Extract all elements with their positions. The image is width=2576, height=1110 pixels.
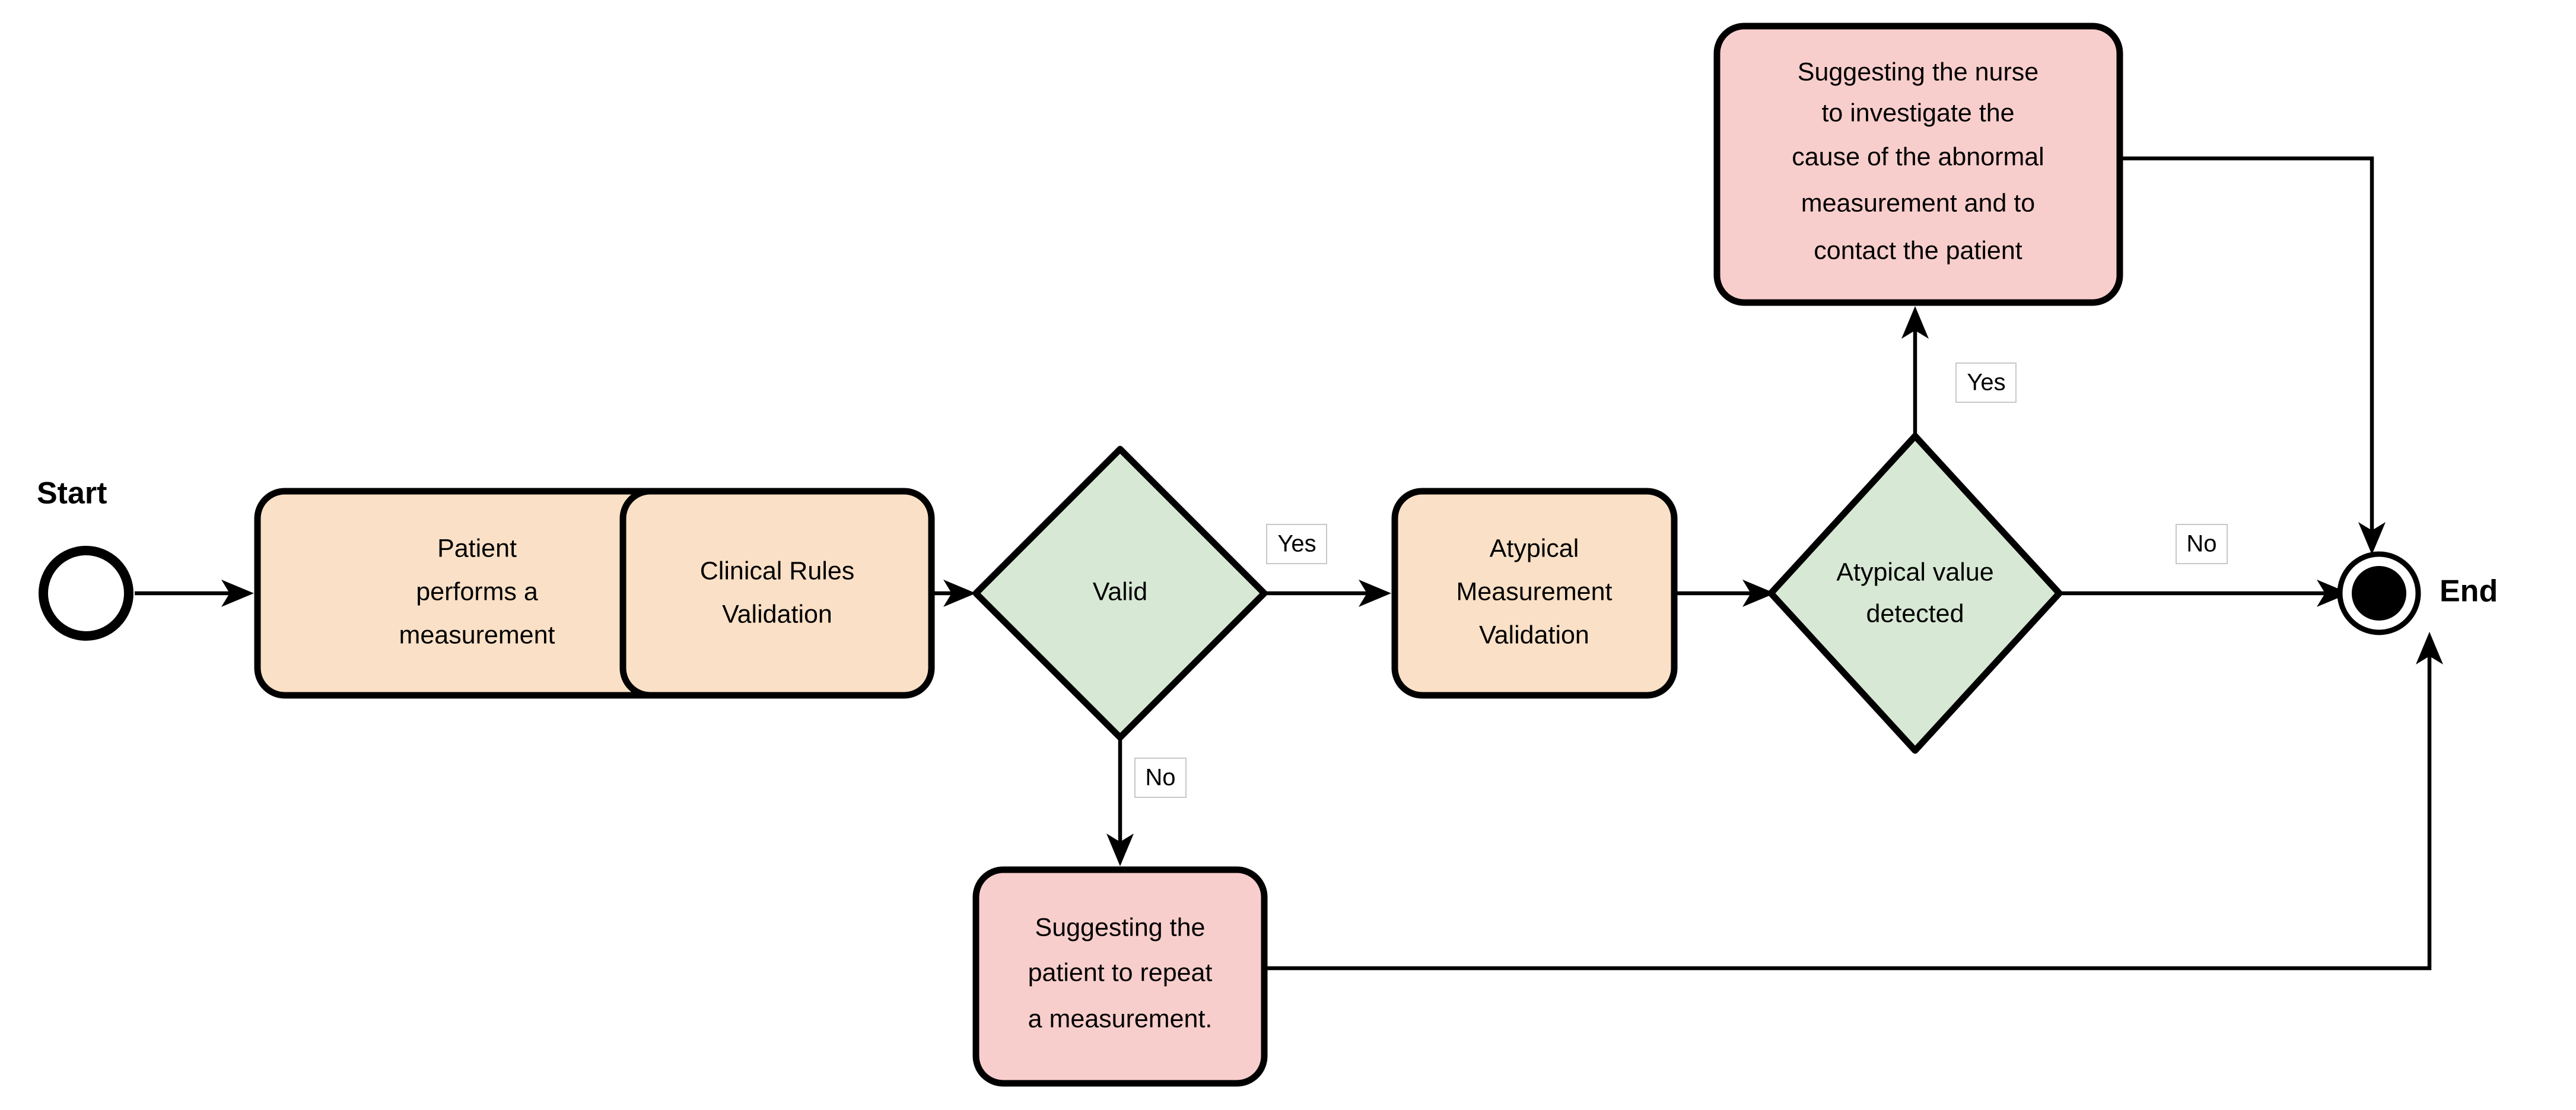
arrowhead-icon <box>221 580 254 607</box>
node-line-1: Patient <box>437 534 517 562</box>
start-circle-icon[interactable] <box>39 546 133 641</box>
edge-repeat-alert-to-end <box>1263 632 2443 971</box>
node-line-2: Measurement <box>1456 577 1613 606</box>
arrowhead-icon <box>1359 580 1391 607</box>
edge-label-atypical-no: No <box>2186 531 2216 557</box>
arrowhead-icon <box>2317 580 2349 607</box>
edge-label-box <box>1266 524 1327 564</box>
edge-label-valid-yes: Yes <box>1277 531 1316 557</box>
arrowhead-icon <box>1106 834 1134 866</box>
node-line-1: Valid <box>1093 577 1147 606</box>
arrowhead-icon <box>2358 522 2386 555</box>
edge-clinical-rules-to-valid-decision <box>931 580 976 607</box>
node-patient-performs-measurement[interactable]: Patient performs a measurement <box>254 488 700 699</box>
node-repeat-measurement-alert[interactable]: Suggesting the patient to repeat a measu… <box>972 866 1268 1087</box>
edge-label-box <box>1955 362 2017 403</box>
process-box[interactable] <box>1391 488 1678 699</box>
node-line-2: to investigate the <box>1821 98 2014 127</box>
edge-valid-yes-to-atypical-measurement-validation: Yes <box>1264 524 1391 607</box>
node-line-3: Validation <box>1479 621 1589 649</box>
node-atypical-value-decision[interactable]: Atypical value detected <box>1767 432 2063 754</box>
node-line-1: Suggesting the nurse <box>1798 58 2038 86</box>
node-line-4: measurement and to <box>1801 189 2035 217</box>
process-box[interactable] <box>619 488 935 699</box>
edge-atypical-yes-to-nurse-alert: Yes <box>1901 306 2017 437</box>
node-line-2: detected <box>1866 599 1964 628</box>
node-nurse-alert[interactable]: Suggesting the nurse to investigate the … <box>1713 23 2123 306</box>
start-node[interactable] <box>39 546 133 641</box>
node-line-1: Suggesting the <box>1035 913 1206 942</box>
edge-atypical-measurement-to-atypical-value-decision <box>1674 580 1775 607</box>
alert-box[interactable] <box>1713 23 2123 306</box>
arrowhead-icon <box>943 580 976 607</box>
node-valid-decision[interactable]: Valid <box>972 446 1268 741</box>
node-line-1: Atypical value <box>1836 558 1993 586</box>
edge-label-box <box>1134 758 1187 798</box>
start-label: Start <box>37 476 107 511</box>
edge-valid-no-to-repeat-measurement-alert: No <box>1106 739 1187 866</box>
node-line-3: measurement <box>399 621 555 649</box>
node-line-3: cause of the abnormal <box>1792 142 2044 171</box>
arrowhead-icon <box>1742 580 1775 607</box>
node-line-1: Atypical <box>1490 534 1579 562</box>
arrowhead-icon <box>1901 306 1929 339</box>
node-line-3: a measurement. <box>1028 1004 1213 1033</box>
alert-box[interactable] <box>972 866 1268 1087</box>
edge-line <box>1263 650 2432 971</box>
decision-diamond[interactable] <box>972 446 1268 741</box>
edge-nurse-alert-to-end <box>2120 156 2386 555</box>
edge-line <box>2120 156 2374 537</box>
node-line-5: contact the patient <box>1814 236 2022 265</box>
node-clinical-rules-validation[interactable]: Clinical Rules Validation <box>619 488 935 699</box>
node-line-1: Clinical Rules <box>700 556 854 585</box>
node-line-2: performs a <box>416 577 538 606</box>
edge-atypical-no-to-end: No <box>2059 524 2349 607</box>
end-inner-circle-icon <box>2352 566 2406 621</box>
end-label: End <box>2440 574 2498 609</box>
edge-start-to-patient-measurement <box>135 580 254 607</box>
node-atypical-measurement-validation[interactable]: Atypical Measurement Validation <box>1391 488 1678 699</box>
node-line-2: Validation <box>722 600 832 628</box>
node-line-2: patient to repeat <box>1028 958 1213 987</box>
edge-label-valid-no: No <box>1145 765 1175 791</box>
end-node[interactable] <box>2337 551 2421 635</box>
edge-label-box <box>2176 524 2228 564</box>
decision-diamond[interactable] <box>1767 432 2063 754</box>
edge-label-atypical-yes: Yes <box>1967 370 2005 396</box>
arrowhead-icon <box>2416 632 2443 664</box>
